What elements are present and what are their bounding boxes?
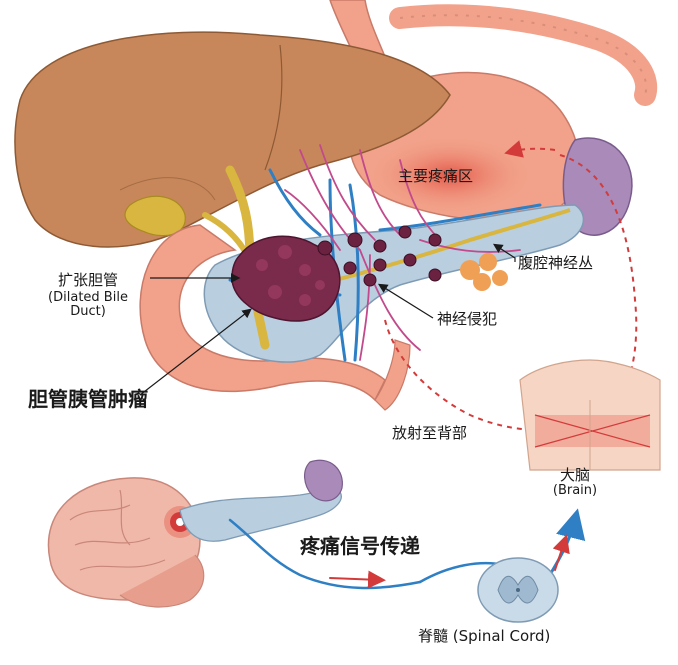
celiac-plexus-label: 腹腔神经丛 [518,254,594,272]
nerve-invasion-label: 神经侵犯 [437,310,498,328]
brain [47,477,205,608]
label-leaders [139,243,516,396]
fat-lobules [460,253,508,291]
dilated-duct-label: 扩张胆管 (Dilated Bile Duct) [28,272,148,319]
brain-cn: 大脑 [559,466,590,484]
lower-pancreas [179,459,343,542]
tumor-title: 胆管胰管肿瘤 [28,387,148,411]
pain-referral-arrows [384,140,638,439]
radiate-back-label: 放射至背部 [392,424,468,442]
spinal-cord-label: 脊髓 (Spinal Cord) [418,627,551,645]
main-pain-area-label: 主要疼痛区 [398,167,474,185]
dilated-duct-cn: 扩张胆管 [57,271,118,289]
brain-en: (Brain) [552,482,598,498]
pain-area-highlight [365,135,535,215]
pain-signal-title: 疼痛信号传递 [300,534,420,558]
liver [14,31,451,248]
spinal-cord [477,557,559,623]
back-torso [519,359,661,471]
brain-label: 大脑 (Brain) [540,467,610,498]
ganglia-nodules [317,225,442,287]
dilated-duct-en: (Dilated Bile Duct) [48,289,128,319]
